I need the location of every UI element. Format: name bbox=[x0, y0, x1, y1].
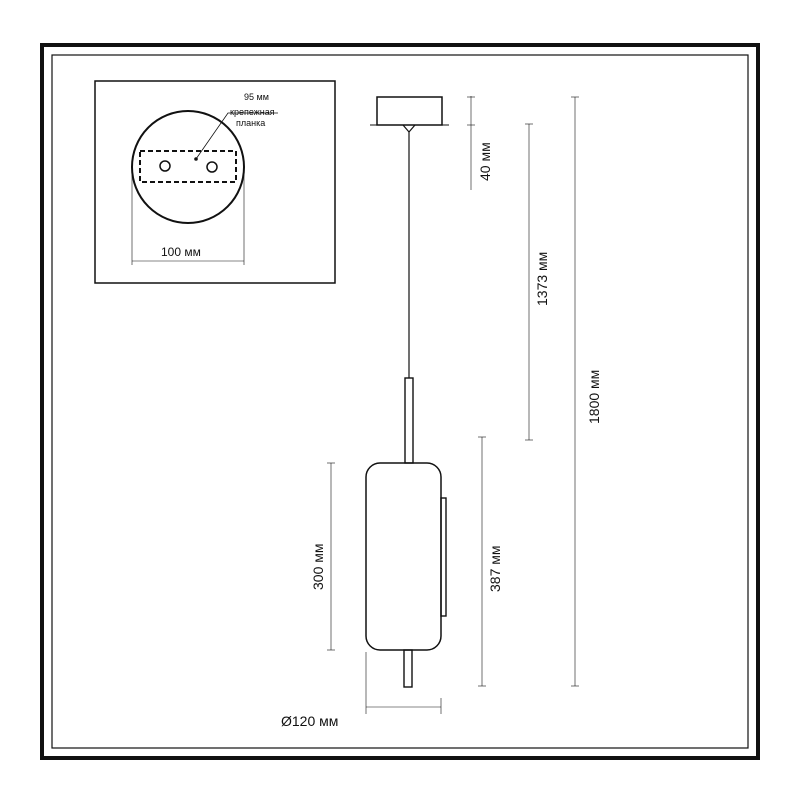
shade-diameter-label: Ø120 мм bbox=[281, 713, 338, 729]
lower-rod bbox=[403, 649, 413, 688]
total-height-label: 1800 мм bbox=[586, 370, 602, 424]
dimension-lines bbox=[327, 96, 579, 714]
outer-frame bbox=[40, 43, 760, 760]
canopy-height-label: 40 мм bbox=[477, 142, 493, 181]
screw-hole-right bbox=[206, 161, 218, 173]
inner-frame bbox=[51, 54, 749, 749]
inset-box bbox=[94, 80, 336, 284]
bracket-leader bbox=[195, 112, 278, 160]
canopy-top-view bbox=[131, 110, 245, 224]
canopy bbox=[376, 96, 443, 126]
mounting-inset: 95 мм крепежная планка 100 мм bbox=[94, 80, 336, 284]
canopy-diameter-label: 100 мм bbox=[161, 245, 201, 259]
cable-length-label: 1373 мм bbox=[534, 252, 550, 306]
bracket-width-label: 95 мм bbox=[244, 92, 269, 102]
cable-grip bbox=[402, 124, 416, 133]
lamp-side-view bbox=[365, 96, 449, 688]
bracket-name-line1: крепежная bbox=[230, 107, 275, 117]
glass-shade bbox=[365, 462, 442, 651]
mounting-bracket bbox=[139, 150, 237, 183]
shade-height-label: 300 мм bbox=[310, 544, 326, 591]
screw-hole-left bbox=[159, 160, 171, 172]
body-height-label: 387 мм bbox=[487, 546, 503, 593]
bracket-name-line2: планка bbox=[236, 118, 265, 128]
upper-rod bbox=[404, 377, 414, 464]
side-bracket bbox=[440, 497, 447, 617]
